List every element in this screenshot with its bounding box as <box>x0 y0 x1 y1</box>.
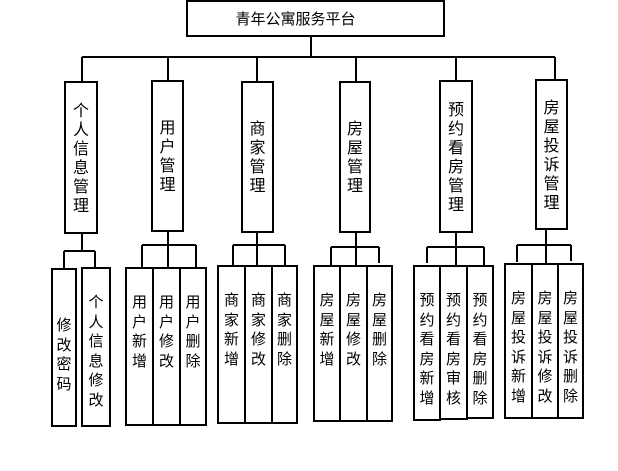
leaf-label: 房屋投诉删除 <box>562 289 578 405</box>
leaf-node: 用户新增 <box>125 267 154 426</box>
leaf-node: 商家删除 <box>271 265 298 424</box>
leaf-label: 房屋修改 <box>345 291 361 368</box>
root-node: 青年公寓服务平台 <box>186 0 445 37</box>
leaf-node: 用户删除 <box>179 267 207 426</box>
leaf-label: 商家新增 <box>223 291 239 368</box>
module-complaint: 房屋投诉管理 <box>535 79 568 230</box>
leaf-node: 个人信息修改 <box>81 267 111 427</box>
module-label: 预约看房管理 <box>447 99 464 214</box>
leaf-node: 房屋投诉删除 <box>557 263 584 419</box>
leaf-node: 商家新增 <box>217 265 246 424</box>
leaf-label: 用户删除 <box>185 293 201 370</box>
leaf-node: 房屋投诉新增 <box>504 263 533 419</box>
leaf-label: 预约看房删除 <box>472 291 488 407</box>
leaf-node: 房屋投诉修改 <box>531 263 559 419</box>
module-label: 用户管理 <box>159 118 176 194</box>
leaf-label: 个人信息修改 <box>88 293 104 409</box>
leaf-node: 修改密码 <box>51 268 77 427</box>
root-label: 青年公寓服务平台 <box>235 10 356 28</box>
leaf-node: 预约看房新增 <box>413 265 441 421</box>
module-viewing: 预约看房管理 <box>439 80 473 233</box>
leaf-node: 用户修改 <box>152 267 181 426</box>
leaf-label: 预约看房新增 <box>419 291 435 407</box>
leaf-label: 修改密码 <box>56 316 72 393</box>
leaf-label: 用户新增 <box>131 293 147 370</box>
module-label: 个人信息管理 <box>72 100 89 215</box>
leaf-label: 预约看房审核 <box>445 291 461 407</box>
leaf-label: 商家修改 <box>250 291 266 368</box>
leaf-label: 房屋删除 <box>371 291 387 368</box>
leaf-label: 商家删除 <box>276 291 292 368</box>
leaf-label: 用户修改 <box>158 293 174 370</box>
leaf-node: 商家修改 <box>244 265 273 424</box>
module-label: 房屋投诉管理 <box>543 97 560 212</box>
leaf-node: 房屋新增 <box>313 265 341 422</box>
module-personal-info: 个人信息管理 <box>64 81 98 234</box>
module-house: 房屋管理 <box>339 81 371 233</box>
module-label: 房屋管理 <box>346 119 363 195</box>
leaf-node: 预约看房删除 <box>466 265 494 419</box>
leaf-label: 房屋新增 <box>319 291 335 368</box>
leaf-node: 预约看房审核 <box>439 265 468 420</box>
leaf-label: 房屋投诉新增 <box>510 289 526 405</box>
module-label: 商家管理 <box>249 119 266 195</box>
module-user: 用户管理 <box>151 80 184 232</box>
leaf-label: 房屋投诉修改 <box>537 289 553 405</box>
module-merchant: 商家管理 <box>241 81 274 233</box>
leaf-node: 房屋删除 <box>366 265 393 422</box>
leaf-node: 房屋修改 <box>339 265 368 422</box>
